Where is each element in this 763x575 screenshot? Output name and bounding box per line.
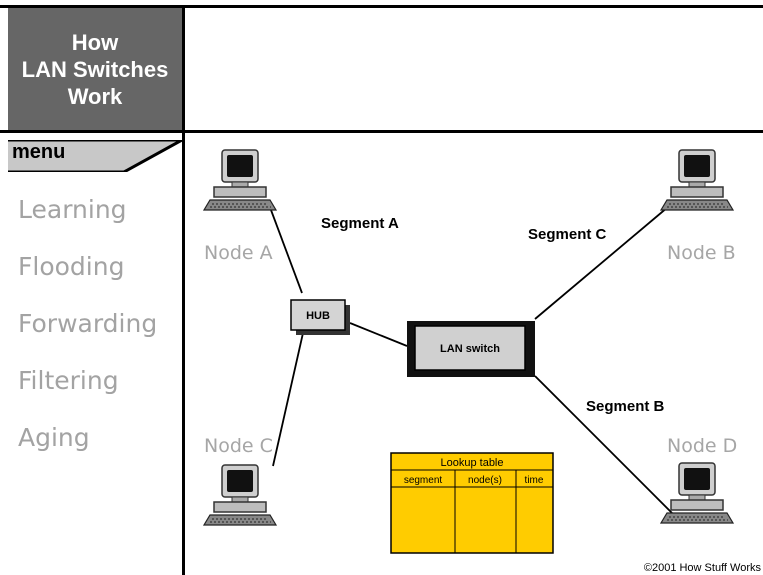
menu-tab: menu [8, 140, 182, 172]
segment-b-label: Segment B [586, 398, 665, 415]
lookup-col-segment: segment [404, 475, 443, 486]
network-diagram: Node A Node B Node C Node D Segment A Se… [203, 149, 762, 574]
cable-hub-switch [349, 322, 408, 347]
cable-node-a-hub [270, 209, 303, 294]
computer-icon [203, 464, 277, 526]
node-c-label: Node C [204, 435, 273, 457]
switch-label: LAN switch [440, 343, 500, 355]
menu-tab-shape [8, 140, 182, 172]
lookup-table-title: Lookup table [441, 457, 504, 469]
cable-switch-node-b [534, 206, 669, 320]
computer-icon [660, 149, 734, 211]
menu-item-filtering[interactable]: Filtering [18, 366, 119, 395]
segment-c-label: Segment C [528, 226, 607, 243]
hub-label: HUB [306, 310, 330, 322]
menu-item-aging[interactable]: Aging [18, 423, 90, 452]
cable-node-c-hub [272, 332, 304, 467]
lan-switch: LAN switch [407, 321, 535, 377]
node-a-label: Node A [204, 242, 273, 264]
cable-switch-node-d [534, 375, 673, 514]
menu-list: Learning Flooding Forwarding Filtering A… [18, 190, 157, 475]
title-line-3: Work [67, 83, 123, 109]
node-d-label: Node D [667, 435, 737, 457]
menu-label: menu [12, 141, 66, 163]
computer-icon [660, 462, 734, 524]
segment-a-label: Segment A [321, 215, 399, 232]
frame-sidebar-border [182, 5, 185, 575]
menu-item-forwarding[interactable]: Forwarding [18, 309, 158, 338]
lookup-table: Lookup table segment node(s) time [390, 452, 554, 554]
title-box: How LAN Switches Work [8, 8, 182, 130]
hub: HUB [290, 299, 350, 335]
menu-item-learning[interactable]: Learning [18, 195, 127, 224]
lookup-col-time: time [525, 475, 544, 486]
copyright: ©2001 How Stuff Works [644, 562, 762, 574]
node-b-label: Node B [667, 242, 736, 264]
title-line-2: LAN Switches [21, 56, 169, 82]
frame-divider [0, 130, 763, 133]
title-line-1: How [71, 29, 119, 55]
menu-item-flooding[interactable]: Flooding [18, 252, 125, 281]
lookup-col-nodes: node(s) [468, 475, 502, 486]
computer-icon [203, 149, 277, 211]
frame-top-border [0, 5, 763, 8]
